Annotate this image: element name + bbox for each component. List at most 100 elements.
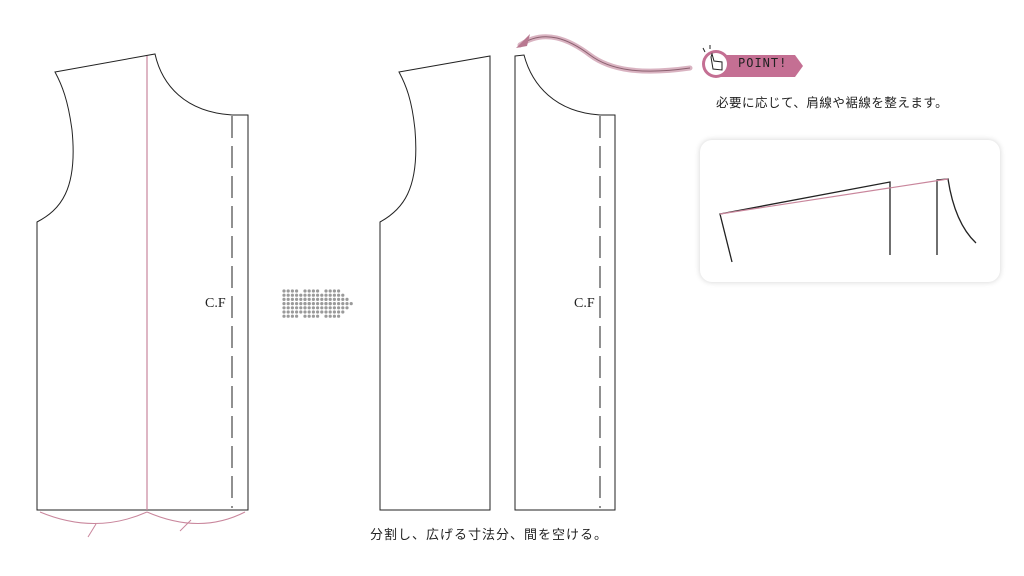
arrow-dot bbox=[282, 297, 286, 301]
arrow-dot bbox=[341, 293, 345, 297]
arrow-dot bbox=[324, 314, 328, 318]
arrow-dot bbox=[332, 297, 336, 301]
arrow-dot bbox=[290, 306, 294, 310]
arrow-dot bbox=[337, 293, 341, 297]
arrow-dot bbox=[337, 306, 341, 310]
arrow-dot bbox=[332, 310, 336, 314]
arrow-dot bbox=[290, 289, 294, 293]
arrow-dot bbox=[286, 297, 290, 301]
arrow-dot bbox=[295, 293, 299, 297]
arrow-dot bbox=[332, 289, 336, 293]
hem-notch bbox=[179, 519, 192, 532]
arrow-dot bbox=[307, 289, 311, 293]
pointing-hand-icon bbox=[710, 52, 723, 71]
instruction-caption: 分割し、広げる寸法分、間を空ける。 bbox=[370, 528, 609, 543]
arrow-dot bbox=[286, 293, 290, 297]
arrow-dot bbox=[311, 293, 315, 297]
arrow-dot bbox=[328, 314, 332, 318]
arrow-dot bbox=[345, 297, 349, 301]
arrow-dot bbox=[320, 306, 324, 310]
detail-card bbox=[700, 140, 1000, 282]
arrow-dot bbox=[320, 297, 324, 301]
arrow-dot bbox=[320, 302, 324, 306]
arrow-dot bbox=[316, 293, 320, 297]
arrow-dot bbox=[286, 302, 290, 306]
arrow-head bbox=[516, 34, 530, 48]
shoulder-line-left bbox=[719, 181, 891, 263]
arrow-dot bbox=[316, 289, 320, 293]
arrow-dot bbox=[332, 314, 336, 318]
arrow-dot bbox=[324, 293, 328, 297]
arrow-dot bbox=[332, 293, 336, 297]
arrow-dot bbox=[324, 310, 328, 314]
arrow-dot bbox=[303, 306, 307, 310]
arrow-dot bbox=[307, 302, 311, 306]
arrow-dot bbox=[303, 289, 307, 293]
arrow-dot bbox=[307, 293, 311, 297]
point-badge bbox=[702, 45, 803, 78]
hem-notch bbox=[87, 523, 97, 538]
arrow-dot bbox=[295, 302, 299, 306]
arrow-dot bbox=[295, 314, 299, 318]
arrow-dot bbox=[303, 302, 307, 306]
split-pattern-right-piece bbox=[514, 54, 616, 511]
arrow-dot bbox=[290, 293, 294, 297]
arrow-dot bbox=[299, 306, 303, 310]
arrow-dot bbox=[320, 293, 324, 297]
arrow-dot bbox=[282, 314, 286, 318]
arrow-dot bbox=[311, 306, 315, 310]
arrow-dot bbox=[303, 314, 307, 318]
arrow-dot bbox=[316, 310, 320, 314]
arrow-dot bbox=[337, 310, 341, 314]
arrow-dot bbox=[328, 310, 332, 314]
split-right-outline bbox=[514, 54, 616, 511]
arrow-dot bbox=[328, 289, 332, 293]
arrow-dot bbox=[311, 302, 315, 306]
arrow-dot bbox=[316, 297, 320, 301]
arrow-dot bbox=[316, 314, 320, 318]
arrow-dot bbox=[324, 289, 328, 293]
arrow-dot bbox=[311, 310, 315, 314]
arrow-dot bbox=[295, 289, 299, 293]
arrow-dot bbox=[290, 297, 294, 301]
arrow-dot bbox=[295, 310, 299, 314]
arrow-dot bbox=[282, 293, 286, 297]
arrow-dot bbox=[311, 314, 315, 318]
arrow-dot bbox=[286, 310, 290, 314]
point-description: 必要に応じて、肩線や裾線を整えます。 bbox=[716, 95, 949, 110]
badge-ribbon bbox=[720, 55, 803, 77]
arrow-dot bbox=[332, 306, 336, 310]
arrow-dot bbox=[295, 306, 299, 310]
arrow-dot bbox=[290, 314, 294, 318]
arrow-dot bbox=[345, 306, 349, 310]
arrow-dot bbox=[290, 302, 294, 306]
arrow-dot bbox=[303, 293, 307, 297]
arrow-dot bbox=[282, 302, 286, 306]
arrow-dot bbox=[307, 306, 311, 310]
arrow-dot bbox=[328, 306, 332, 310]
point-badge-label: POINT! bbox=[738, 56, 788, 70]
arrow-dot bbox=[282, 310, 286, 314]
arrow-dot bbox=[299, 297, 303, 301]
arrow-dot bbox=[299, 310, 303, 314]
original-bodice-pattern bbox=[36, 53, 249, 538]
arrow-dot bbox=[303, 310, 307, 314]
shoulder-line-right bbox=[936, 178, 977, 255]
shoulder-adjustment-illustration bbox=[719, 178, 977, 263]
cf-label-left: C.F bbox=[205, 296, 226, 311]
arrow-dot bbox=[341, 297, 345, 301]
arrow-dot bbox=[311, 289, 315, 293]
arrow-dot bbox=[282, 289, 286, 293]
arrow-dot bbox=[303, 297, 307, 301]
arrow-dot bbox=[332, 302, 336, 306]
smoothed-shoulder-line bbox=[719, 178, 949, 215]
arrow-dot bbox=[337, 289, 341, 293]
pointer-arrow bbox=[516, 34, 693, 74]
split-left-outline bbox=[379, 55, 491, 511]
arrow-dot bbox=[349, 302, 353, 306]
arrow-dot bbox=[299, 302, 303, 306]
arrow-dot bbox=[307, 310, 311, 314]
hem-curve-left bbox=[39, 511, 148, 524]
arrow-dot bbox=[316, 306, 320, 310]
